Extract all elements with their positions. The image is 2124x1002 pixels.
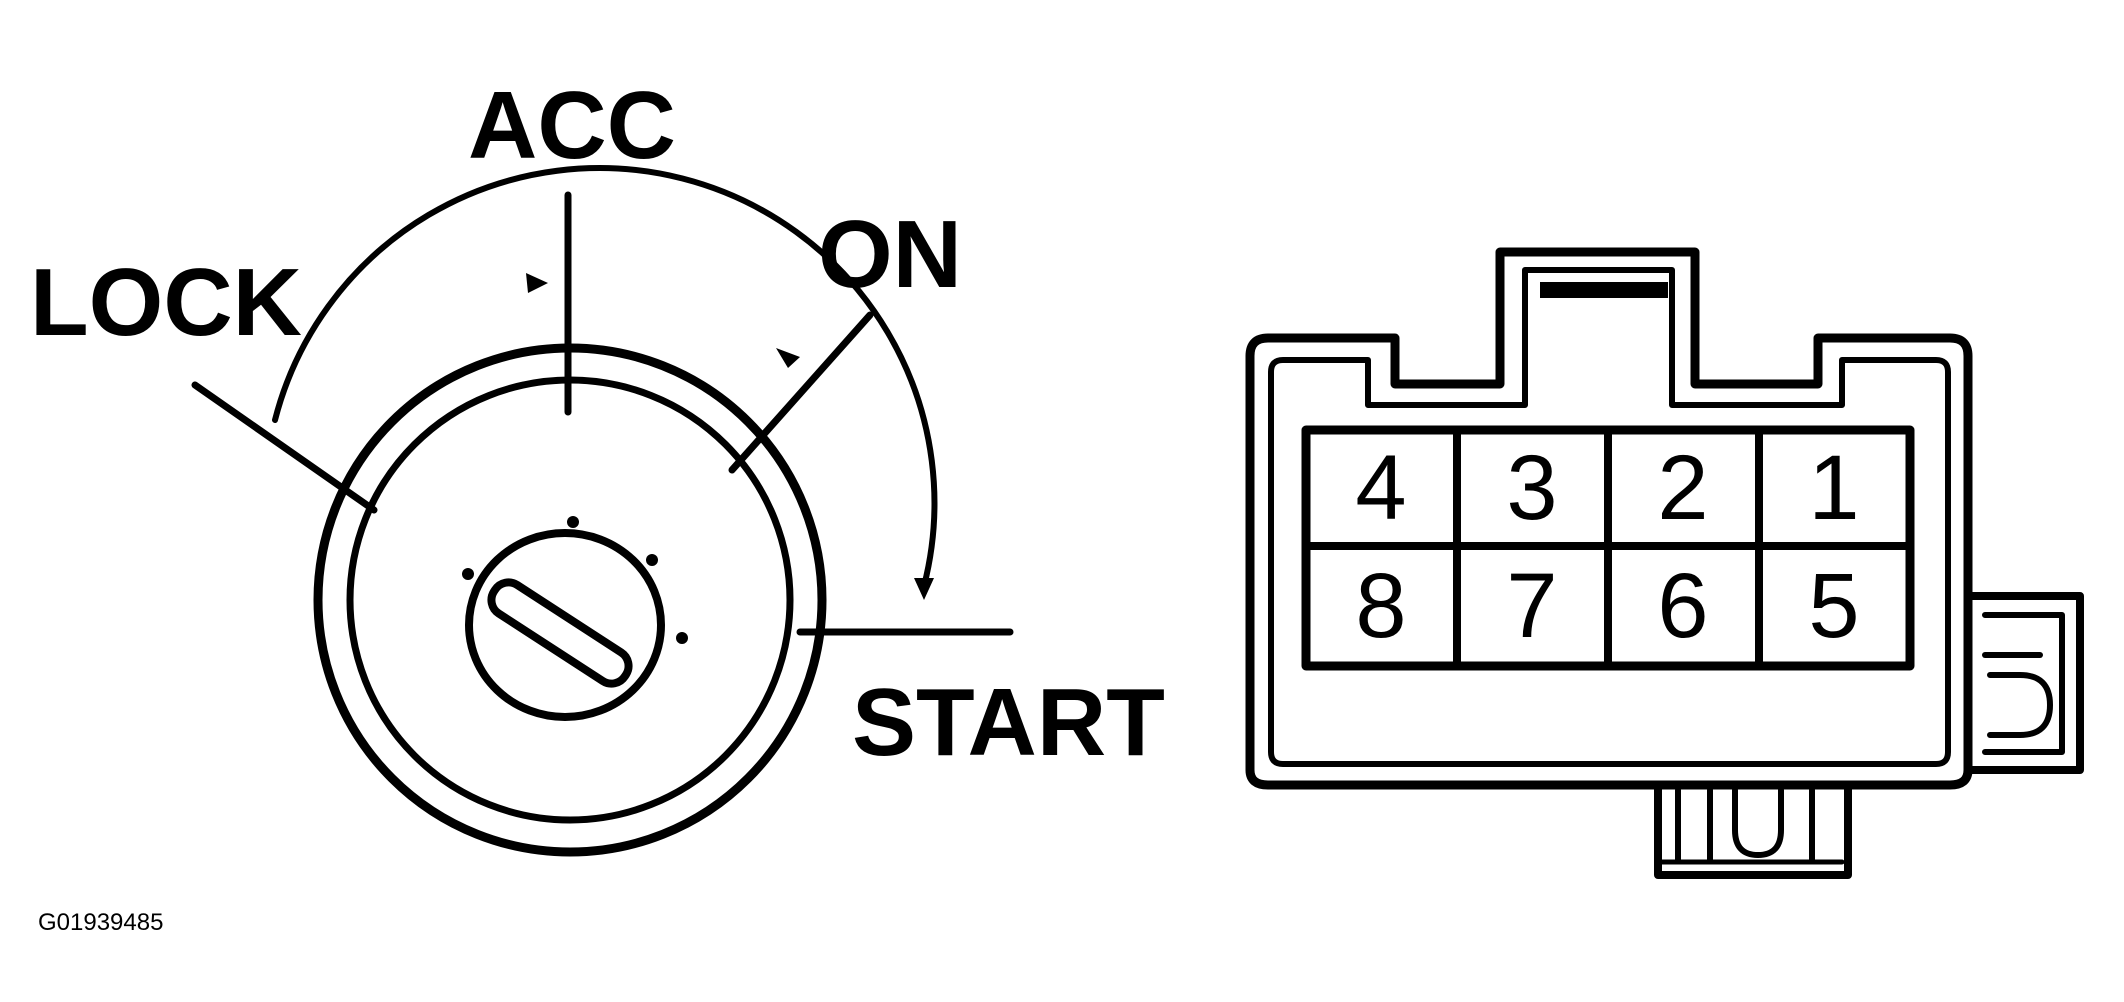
- ignition-switch: LOCK ACC ON START: [30, 72, 1165, 857]
- arrow-acc-icon: [526, 273, 548, 293]
- pin-label: 6: [1657, 555, 1708, 657]
- detent-dot: [676, 632, 688, 644]
- lock-line: [191, 381, 378, 514]
- acc-label: ACC: [468, 72, 676, 179]
- pin-label: 8: [1355, 555, 1406, 657]
- key-slot-icon: [487, 578, 633, 688]
- switch-inner-ring: [346, 376, 794, 824]
- on-label: ON: [818, 201, 962, 308]
- pin-grid: [1301, 425, 1915, 671]
- detent-dot: [646, 554, 658, 566]
- switch-outer-ring: [313, 343, 827, 857]
- key-cylinder: [465, 529, 665, 721]
- connector-housing-outer: [1245, 247, 1973, 790]
- figure-id: G01939485: [38, 909, 163, 936]
- arrow-on-icon: [776, 348, 800, 368]
- lock-label: LOCK: [30, 249, 302, 356]
- rotation-arc: [272, 165, 938, 589]
- detent-dot: [462, 568, 474, 580]
- latch-slot: [1540, 282, 1668, 298]
- pin-label: 7: [1506, 555, 1557, 657]
- pin-label: 2: [1657, 437, 1708, 539]
- arrow-start-icon: [914, 578, 934, 600]
- pin-label: 4: [1355, 437, 1406, 539]
- connector-housing-inner: [1268, 267, 1951, 767]
- pin-label: 5: [1808, 555, 1859, 657]
- bottom-terminal-tab: [1654, 781, 1852, 879]
- pin-label: 3: [1506, 437, 1557, 539]
- pin-label: 1: [1808, 437, 1859, 539]
- on-line: [728, 311, 874, 474]
- connector: 4 3 2 1 8 7 6 5: [1245, 247, 2084, 879]
- side-lock-tab: [1964, 592, 2084, 774]
- start-label: START: [852, 669, 1165, 776]
- detent-dot: [567, 516, 579, 528]
